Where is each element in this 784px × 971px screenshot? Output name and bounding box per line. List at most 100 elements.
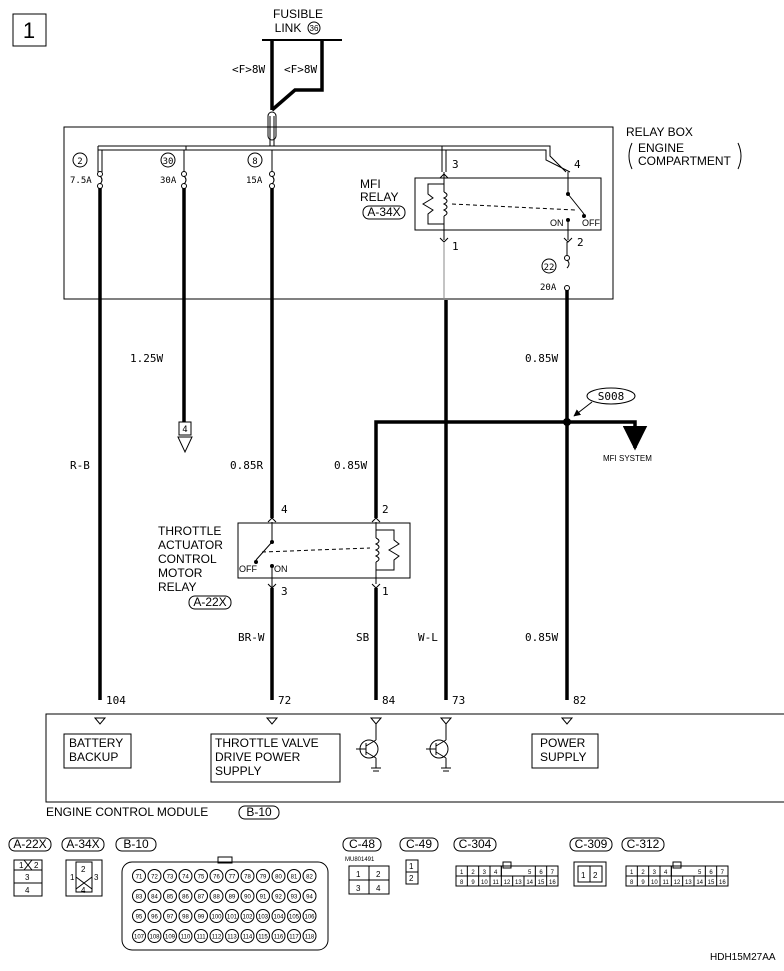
b10-pin-label: 84 bbox=[151, 895, 158, 901]
svg-text:3: 3 bbox=[356, 884, 361, 893]
b10-pin-label: 87 bbox=[198, 895, 205, 901]
svg-text:2: 2 bbox=[81, 865, 86, 874]
svg-text:MU801491: MU801491 bbox=[345, 857, 375, 863]
b10-pin bbox=[287, 889, 301, 903]
pin-label: 2 bbox=[471, 870, 475, 876]
pin-label: 3 bbox=[483, 870, 487, 876]
svg-text:2: 2 bbox=[376, 870, 381, 879]
b10-pin bbox=[163, 869, 177, 883]
relay-box-label: RELAY BOX bbox=[626, 125, 693, 139]
b10-pin bbox=[287, 909, 301, 923]
pin-label: 11 bbox=[663, 880, 670, 886]
svg-text:A-34X: A-34X bbox=[66, 837, 99, 851]
b10-pin bbox=[132, 869, 146, 883]
svg-text:A-22X: A-22X bbox=[13, 837, 46, 851]
b10-pin-label: 76 bbox=[213, 875, 220, 881]
b10-pin bbox=[225, 889, 239, 903]
b10-pin-label: 116 bbox=[274, 935, 284, 941]
b10-pin bbox=[178, 889, 193, 903]
b10-pin bbox=[163, 889, 177, 903]
connector-c49: C-49 1 2 bbox=[399, 837, 439, 885]
b10-pin-label: 118 bbox=[305, 935, 315, 941]
svg-text:3: 3 bbox=[281, 585, 288, 598]
b10-pin bbox=[194, 909, 208, 923]
wire-rb-label: R-B bbox=[70, 459, 90, 472]
svg-text:2: 2 bbox=[409, 874, 414, 883]
b10-pin bbox=[271, 929, 286, 943]
b10-pin-label: 95 bbox=[136, 915, 143, 921]
pin-label: 16 bbox=[719, 880, 726, 886]
splice-point bbox=[563, 418, 571, 426]
pin-label: 9 bbox=[471, 880, 475, 886]
b10-pin bbox=[132, 889, 146, 903]
svg-text:A-22X: A-22X bbox=[193, 595, 226, 609]
b10-pin bbox=[302, 869, 317, 883]
wire-fuse30-label: 1.25W bbox=[130, 352, 163, 365]
power-supply-box bbox=[531, 733, 599, 769]
b10-pin-label: 86 bbox=[182, 895, 189, 901]
b10-pin-label: 99 bbox=[198, 915, 205, 921]
branch-mfi-system bbox=[374, 420, 648, 518]
b10-pin bbox=[147, 929, 162, 943]
wire-brw-label: BR-W bbox=[238, 631, 265, 644]
b10-pin-label: 88 bbox=[213, 895, 220, 901]
svg-text:1: 1 bbox=[19, 861, 24, 870]
transistor-84 bbox=[356, 724, 381, 772]
b10-pin bbox=[225, 869, 239, 883]
b10-pin bbox=[302, 909, 317, 923]
b10-pin-label: 82 bbox=[306, 875, 313, 881]
b10-pin-label: 92 bbox=[275, 895, 282, 901]
pin-label: 14 bbox=[526, 880, 533, 886]
pin-label: 16 bbox=[549, 880, 556, 886]
power-supply-label-2: SUPPLY bbox=[540, 750, 586, 764]
b10-pin bbox=[178, 909, 193, 923]
svg-text:3: 3 bbox=[25, 873, 30, 882]
fuse-30: 30 30A bbox=[160, 152, 187, 189]
b10-pin-label: 111 bbox=[196, 935, 206, 941]
b10-pin bbox=[302, 889, 317, 903]
pin-label: 15 bbox=[538, 880, 545, 886]
battery-backup-box bbox=[63, 733, 132, 769]
b10-pin-label: 74 bbox=[182, 875, 189, 881]
pin-label: 12 bbox=[504, 880, 511, 886]
fusible-link-number: 36 bbox=[310, 24, 319, 33]
svg-text:C-309: C-309 bbox=[575, 837, 608, 851]
svg-text:MOTOR: MOTOR bbox=[158, 566, 203, 580]
b10-pin-label: 102 bbox=[242, 915, 253, 921]
relay-box-label-2: ENGINE bbox=[638, 141, 684, 155]
battery-backup-label-2: BACKUP bbox=[69, 750, 118, 764]
svg-text:CONTROL: CONTROL bbox=[158, 552, 217, 566]
svg-text:ON: ON bbox=[274, 564, 288, 574]
b10-pin bbox=[147, 889, 162, 903]
b10-pin-label: 93 bbox=[291, 895, 298, 901]
b10-pin-label: 85 bbox=[167, 895, 174, 901]
svg-text:1: 1 bbox=[70, 873, 75, 882]
pin-label: 10 bbox=[481, 880, 488, 886]
pin-label: 1 bbox=[630, 870, 634, 876]
b10-pin bbox=[302, 929, 317, 943]
b10-pin bbox=[240, 929, 255, 943]
svg-text:4: 4 bbox=[81, 886, 86, 895]
b10-pin bbox=[147, 909, 162, 923]
page-number-box bbox=[12, 13, 47, 47]
b10-pin bbox=[209, 909, 224, 923]
ecm-conn-label: B-10 bbox=[246, 805, 272, 819]
wire-085w-mid-label: 0.85W bbox=[334, 459, 367, 472]
fusible-link-label-2: LINK bbox=[275, 21, 302, 35]
b10-pin-label: 105 bbox=[289, 915, 300, 921]
b10-pin-label: 114 bbox=[243, 935, 253, 941]
b10-pin bbox=[240, 869, 255, 883]
svg-text:2: 2 bbox=[593, 871, 598, 880]
b10-pin bbox=[163, 909, 177, 923]
battery-backup-label: BATTERY bbox=[69, 736, 123, 750]
wire-085r-label: 0.85R bbox=[230, 459, 263, 472]
b10-pin bbox=[194, 869, 208, 883]
b10-pin-label: 89 bbox=[229, 895, 236, 901]
svg-text:7.5A: 7.5A bbox=[70, 176, 92, 186]
figure-code: HDH15M27AA bbox=[710, 952, 776, 963]
pin-label: 7 bbox=[551, 870, 555, 876]
connector-c309: C-309 1 2 bbox=[569, 837, 613, 887]
wire-085w-top-label: 0.85W bbox=[525, 352, 558, 365]
b10-pin-label: 103 bbox=[258, 915, 269, 921]
svg-text:1: 1 bbox=[409, 862, 414, 871]
